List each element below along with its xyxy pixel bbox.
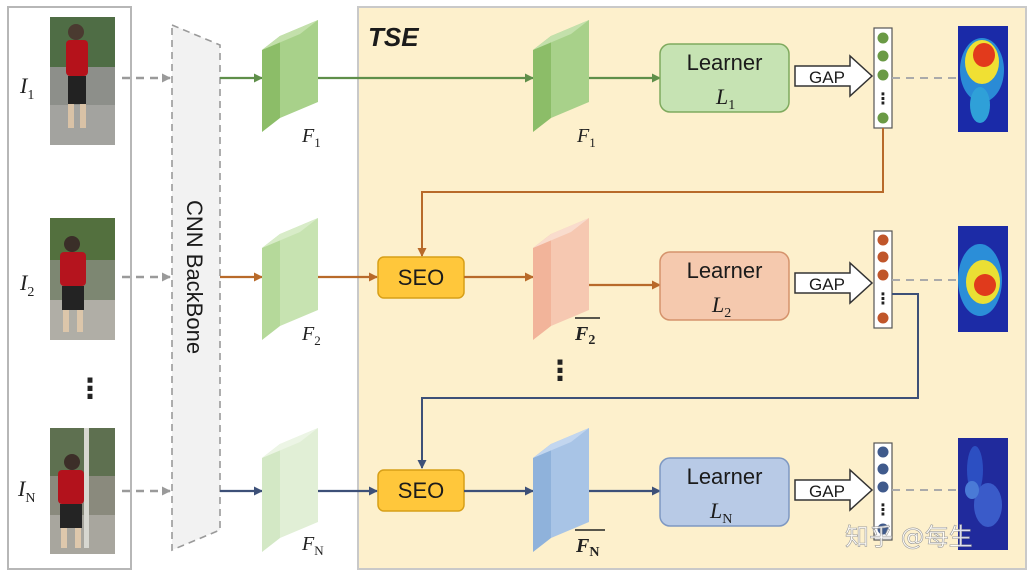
tse-feature-map-f1 <box>533 20 589 132</box>
svg-text:FN: FN <box>575 535 599 560</box>
feature-label-f1: F1 <box>301 125 321 150</box>
svg-text:F1: F1 <box>576 125 596 150</box>
svg-text:Learner: Learner <box>687 50 763 75</box>
svg-text:SEO: SEO <box>398 265 444 290</box>
gap-arrow-n: GAP <box>794 468 874 512</box>
svg-text:I2: I2 <box>19 270 34 300</box>
input-label-n: IN <box>17 476 35 506</box>
feature-map-f2 <box>262 218 318 340</box>
svg-text:Learner: Learner <box>687 464 763 489</box>
svg-text:L1: L1 <box>715 84 735 113</box>
gap-arrow-1: GAP <box>794 54 874 98</box>
seo-block-2: SEO <box>377 256 465 299</box>
learner-2: Learner L2 <box>659 251 790 321</box>
svg-text:IN: IN <box>17 476 35 506</box>
tse-feature-label-f1: F1 <box>576 125 596 150</box>
svg-text:F2: F2 <box>301 323 321 348</box>
gap-arrow-2: GAP <box>794 261 874 305</box>
feature-label-f2: F2 <box>301 323 321 348</box>
tse-feature-map-f2 <box>533 218 589 340</box>
seo-block-n: SEO <box>377 469 465 512</box>
tse-feature-label-fn: FN <box>575 529 605 560</box>
feature-vector-1: ⋮ <box>873 27 893 129</box>
input-label-1: I1 <box>19 73 34 103</box>
svg-text:L2: L2 <box>711 292 731 321</box>
tse-feature-map-fn <box>533 428 589 552</box>
attention-heatmap-n <box>958 438 1008 550</box>
learner-n: Learner LN <box>659 457 790 527</box>
feature-map-f1 <box>262 20 318 132</box>
feature-label-fn: FN <box>301 533 324 558</box>
svg-text:⋮: ⋮ <box>875 289 891 308</box>
tse-feature-label-f2: F2 <box>574 317 600 348</box>
svg-text:I1: I1 <box>19 73 34 103</box>
feature-vector-n: ⋮ <box>873 442 893 541</box>
feature-vector-2: ⋮ <box>873 230 893 329</box>
watermark: 知乎 @每生 <box>845 523 973 551</box>
cnn-backbone-block <box>171 23 221 552</box>
tse-feature-ellipsis: ⋮ <box>546 354 574 387</box>
svg-text:FN: FN <box>301 533 324 558</box>
tse-title: TSE <box>368 22 419 52</box>
attention-heatmap-1 <box>958 26 1008 132</box>
feature-map-fn <box>262 428 318 552</box>
svg-text:GAP: GAP <box>809 482 845 501</box>
svg-text:LN: LN <box>709 498 732 527</box>
input-label-2: I2 <box>19 270 34 300</box>
svg-text:GAP: GAP <box>809 275 845 294</box>
svg-text:GAP: GAP <box>809 68 845 87</box>
svg-text:⋮: ⋮ <box>875 89 891 108</box>
svg-text:Learner: Learner <box>687 258 763 283</box>
feedback-arrow-to-seo2 <box>417 128 884 257</box>
feedback-arrow-to-seon <box>417 293 919 469</box>
pedestrian-image-1 <box>50 17 115 145</box>
cnn-backbone-label: CNN BackBone <box>182 200 207 354</box>
input-ellipsis: ⋮ <box>76 372 104 405</box>
svg-text:F1: F1 <box>301 125 321 150</box>
svg-text:⋮: ⋮ <box>875 500 891 519</box>
svg-text:SEO: SEO <box>398 478 444 503</box>
pedestrian-image-2 <box>50 218 115 340</box>
svg-text:F2: F2 <box>574 323 595 348</box>
attention-heatmap-2 <box>958 226 1008 332</box>
pedestrian-image-n <box>50 428 115 554</box>
learner-1: Learner L1 <box>659 43 790 113</box>
